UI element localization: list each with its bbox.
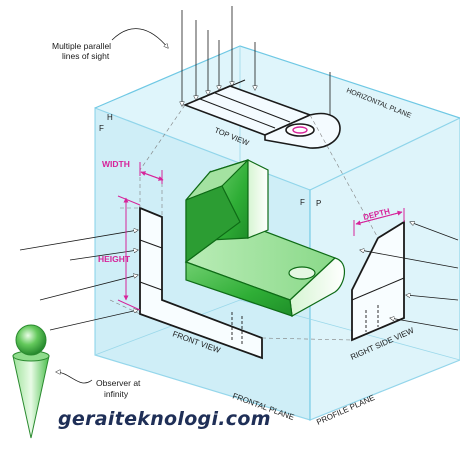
observer-cone [12, 355, 50, 439]
pointer-parallel-lines [111, 28, 168, 48]
right-side-view-drawing [351, 220, 405, 342]
watermark-text: geraiteknologi.com [58, 408, 271, 430]
object-part [184, 159, 345, 317]
label-width: WIDTH [102, 159, 130, 169]
dimension-height [117, 195, 141, 311]
pointer-observer [56, 372, 93, 384]
label-f-right: F [300, 198, 305, 207]
label-h: H [107, 113, 113, 122]
label-f-left: F [99, 124, 104, 133]
label-observer: Observer at infinity [96, 378, 143, 399]
observer-head [15, 324, 47, 356]
label-height: HEIGHT [98, 254, 131, 264]
lines-of-sight-right [360, 222, 459, 331]
projection-lines [109, 104, 379, 341]
dimension-width [139, 162, 164, 184]
label-p: P [316, 199, 321, 208]
dimension-depth [353, 208, 405, 236]
lines-of-sight-front [19, 230, 138, 331]
label-parallel-lines: Multiple parallel lines of sight [52, 41, 113, 61]
observer-figure [12, 324, 50, 439]
lines-of-sight-top [182, 6, 330, 120]
